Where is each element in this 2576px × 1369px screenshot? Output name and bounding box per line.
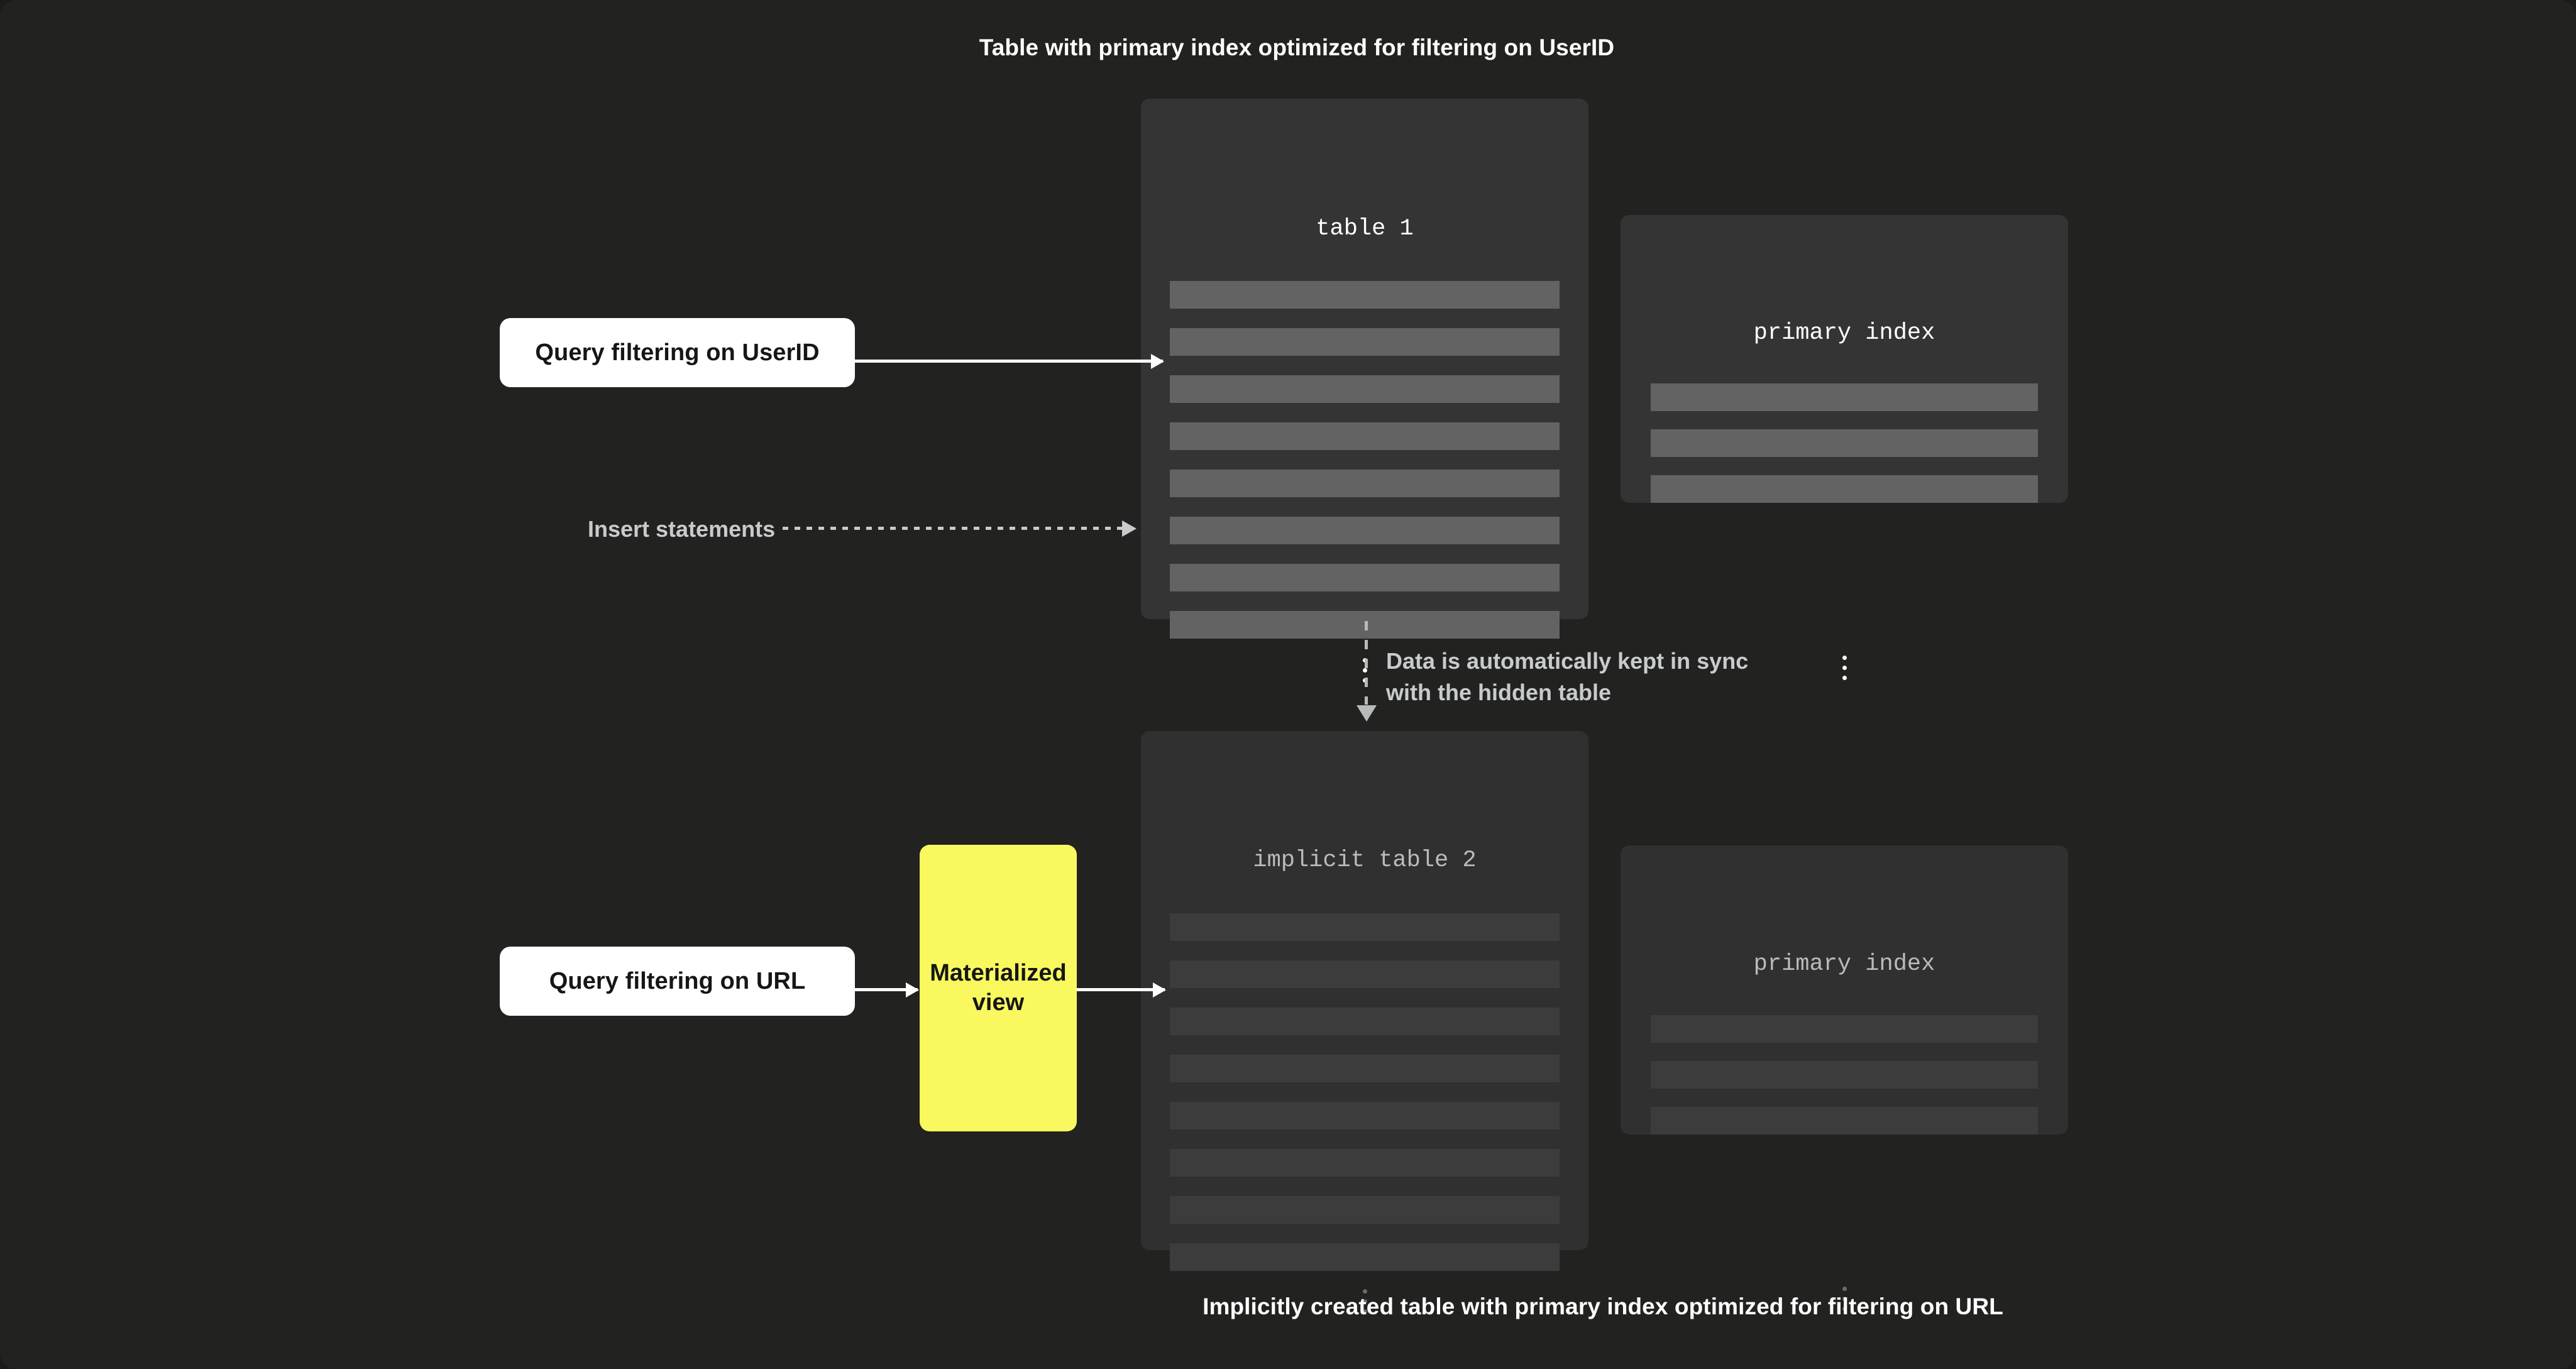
table-1-card: table 1 [1141,99,1588,683]
arrow-materialized-view-to-table-2 [1077,988,1165,991]
index-row [1651,1107,2038,1135]
table-row [1170,1055,1560,1082]
table-row [1170,1196,1560,1224]
table-row [1170,960,1560,988]
primary-index-top-title: primary index [1753,320,1935,346]
vertical-ellipsis-icon [1141,1289,1588,1314]
sync-dashed-line [1365,621,1368,705]
table-row [1170,517,1560,544]
table-row [1170,1008,1560,1035]
index-row [1651,1015,2038,1043]
query-filtering-on-userid-box: Query filtering on UserID [500,318,855,387]
table-row [1170,470,1560,497]
primary-index-top-card: primary index [1621,215,2068,680]
bottom-caption: Implicitly created table with primary in… [1203,1294,2003,1319]
table-row [1170,1102,1560,1130]
query-filtering-on-url-box: Query filtering on URL [500,947,855,1016]
table-row [1170,913,1560,941]
table-row [1170,375,1560,403]
implicit-table-2-card: implicit table 2 [1141,731,1588,1314]
primary-index-bottom-rows [1621,1015,2068,1135]
table-row [1170,328,1560,356]
index-row [1651,383,2038,411]
table-1-rows [1141,281,1588,639]
primary-index-bottom-title: primary index [1753,951,1935,977]
vertical-ellipsis-icon [1621,656,2068,680]
sync-arrowhead-icon [1357,705,1377,722]
primary-index-bottom-card: primary index [1621,845,2068,1311]
index-row [1651,1061,2038,1089]
arrow-query-url-to-materialized-view [855,988,918,991]
table-1-title: table 1 [1316,216,1414,242]
table-row [1170,564,1560,591]
implicit-table-2-title: implicit table 2 [1253,847,1477,874]
table-row [1170,281,1560,309]
table-row [1170,1149,1560,1177]
materialized-view-box: Materialized view [920,845,1077,1131]
arrow-query-userid-to-table-1 [855,360,1163,363]
table-row [1170,422,1560,450]
implicit-table-2-rows [1141,913,1588,1271]
arrow-insert-statements [783,527,1122,530]
index-row [1651,475,2038,503]
index-row [1651,429,2038,457]
vertical-ellipsis-icon [1621,1287,2068,1311]
table-row [1170,1243,1560,1271]
top-caption: Table with primary index optimized for f… [979,35,1615,60]
insert-statements-label: Insert statements [588,516,776,542]
sync-note-label: Data is automatically kept in sync with … [1386,648,1749,706]
primary-index-top-rows [1621,383,2068,503]
